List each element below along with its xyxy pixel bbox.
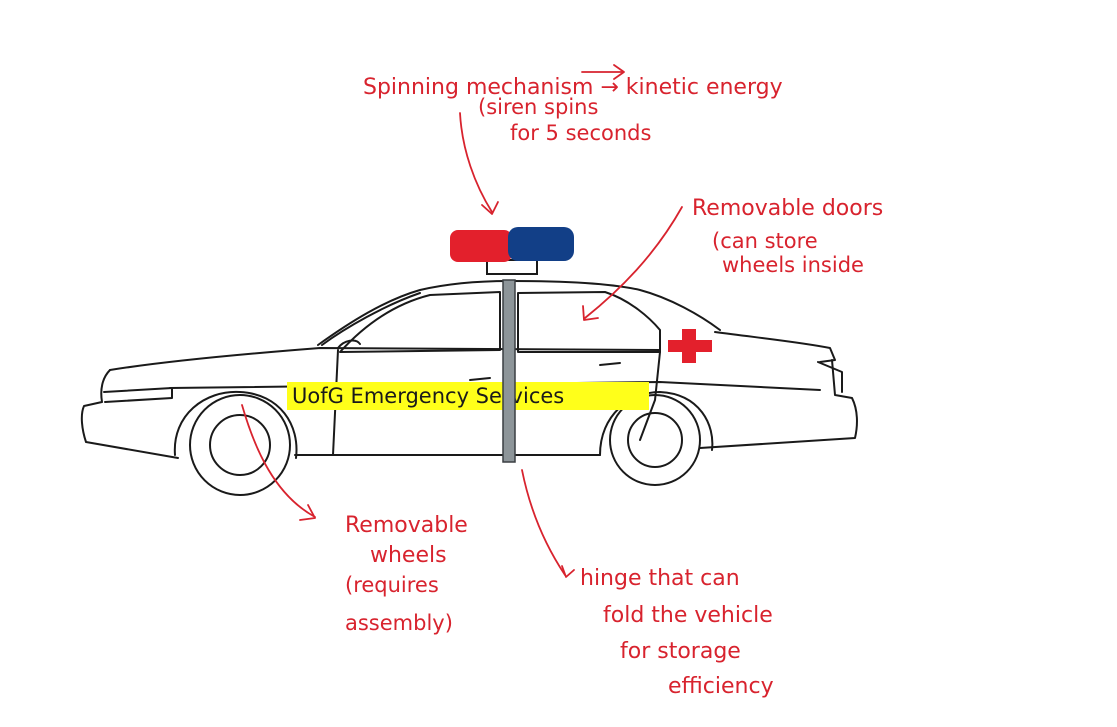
car-headlight [103,387,173,403]
spinning-arrow [459,112,499,215]
banner-stripe [287,382,649,410]
annotation-hinge-line2: fold the vehicle [603,603,773,628]
siren-blue-light [508,227,574,261]
annotation-wheels-line1: Removable [345,513,468,538]
car-door-handle-front [469,377,491,381]
annotation-wheels-line4: assembly) [345,611,453,635]
hinge-bar [502,279,516,463]
annotation-doors-line2: (can store [712,229,818,253]
red-cross-icon [668,329,712,363]
siren [450,227,574,275]
siren-red-light [450,230,512,262]
doors-arrow [582,206,683,321]
car-hood [109,347,661,371]
annotation-wheels-line2: wheels [370,543,447,568]
annotation-wheels: Removable wheels (requires assembly) [345,513,468,635]
car-front [80,369,179,459]
annotation-hinge: hinge that can fold the vehicle for stor… [580,566,774,699]
annotation-spinning-line2: (siren spins [478,95,598,119]
car-rear-window [517,291,661,353]
front-wheel [173,390,298,496]
annotation-hinge-line4: efficiency [668,674,774,699]
rear-wheel [599,391,714,486]
annotation-doors-line1: Removable doors [692,196,883,221]
annotation-spinning-line1: Spinning mechanism → kinetic energy [363,75,783,100]
car-rear-door-edge [639,351,661,441]
car-rear-bumper [817,361,843,393]
car-front-window [339,291,501,353]
car-windshield [321,292,421,346]
annotation-spinning: Spinning mechanism → kinetic energy (sir… [363,75,783,145]
hinge-arrow [521,469,575,578]
wheels-arrow [241,404,316,521]
car-lower-body [294,359,858,456]
annotation-hinge-line1: hinge that can [580,566,740,591]
car-trunk [714,331,836,363]
kinetic-arrow [581,64,625,80]
car-mirror [337,339,361,349]
banner-text: UofG Emergency Services [292,384,564,408]
banner: UofG Emergency Services [287,382,649,410]
annotation-doors: Removable doors (can store wheels inside [692,196,883,277]
annotation-hinge-line3: for storage [620,639,741,664]
annotation-doors-line3: wheels inside [722,253,864,277]
siren-base [486,259,538,275]
car-door-handle-rear [599,362,621,366]
car-body [80,280,858,459]
annotation-wheels-line3: (requires [345,573,439,597]
annotation-spinning-line3: for 5 seconds [510,121,651,145]
